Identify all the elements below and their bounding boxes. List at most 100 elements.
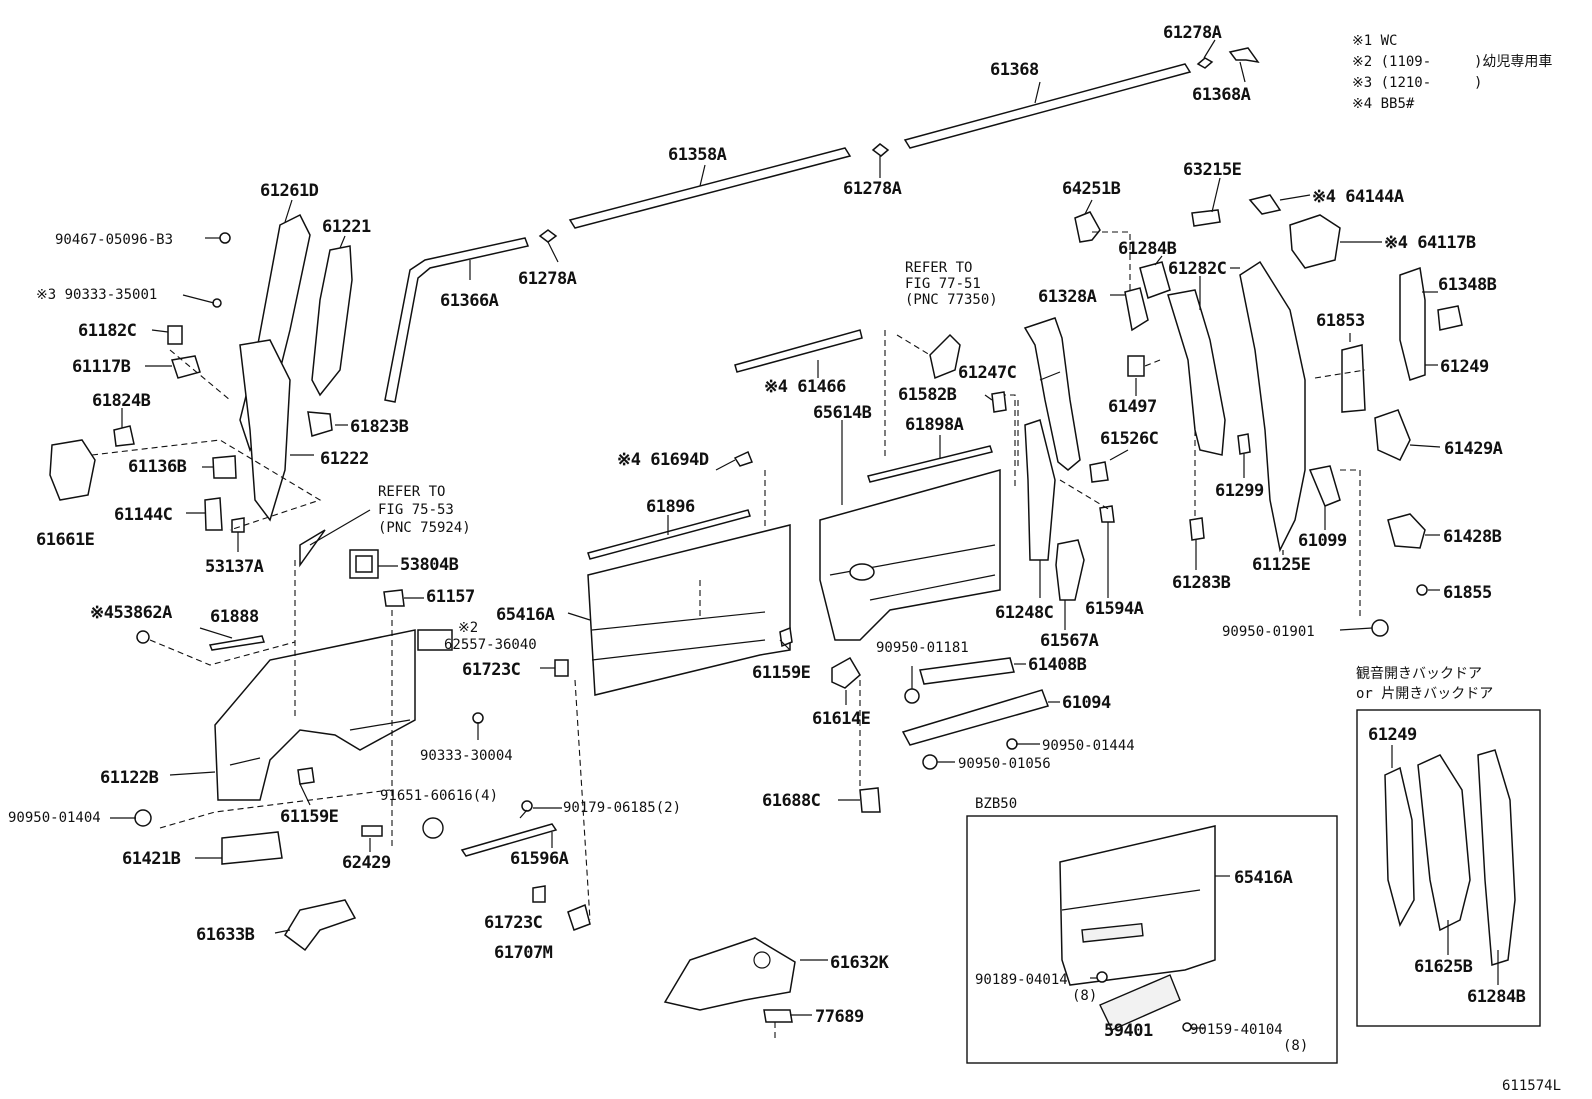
label-refer75-line2: FIG 75-53	[378, 502, 454, 518]
part-61159e-b	[779, 626, 793, 648]
part-61122b	[214, 629, 416, 801]
label-62557: 62557-36040	[444, 637, 537, 653]
label-61248c: 61248C	[995, 603, 1053, 623]
part-61898a	[867, 445, 993, 483]
part-61497	[1127, 355, 1145, 377]
backdoor-inset	[1356, 709, 1541, 1027]
part-61421b	[221, 831, 283, 865]
part-61249-b	[1384, 766, 1415, 927]
part-65614b	[819, 469, 1001, 641]
note-3-suffix: )	[1474, 75, 1482, 91]
label-90159: 90159-40104	[1190, 1022, 1283, 1038]
note-4: ※4 BB5#	[1352, 96, 1415, 112]
part-61429a	[1374, 409, 1411, 461]
part-61368a	[1228, 47, 1260, 64]
label-90333-30004: 90333-30004	[420, 748, 513, 764]
part-61614e	[831, 656, 861, 689]
label-61823b: 61823B	[350, 417, 409, 437]
label-65416a-b: 65416A	[1234, 868, 1293, 888]
backdoor-frame	[1356, 709, 1541, 1027]
part-refer77-cap	[929, 333, 961, 380]
label-61136b: 61136B	[128, 457, 187, 477]
part-59401	[1099, 974, 1181, 1031]
label-90950-01444: 90950-01444	[1042, 738, 1135, 754]
label-refer75-line3: (PNC 75924)	[378, 520, 471, 536]
part-61125e	[1239, 260, 1306, 553]
part-64251b	[1074, 211, 1101, 243]
label-refer77-line1: REFER TO	[905, 260, 972, 276]
label-61282c: 61282C	[1168, 259, 1226, 279]
label-refer75-line1: REFER TO	[378, 484, 445, 500]
part-61159e-a	[297, 767, 315, 785]
label-61853: 61853	[1316, 311, 1365, 331]
roof-moldings	[384, 39, 1260, 403]
label-90467: 90467-05096-B3	[55, 232, 173, 248]
label-61429a: 61429A	[1444, 439, 1503, 459]
label-64251b: 64251B	[1062, 179, 1121, 199]
part-61222	[239, 339, 291, 522]
label-61688c: 61688C	[762, 791, 820, 811]
label-61348b: 61348B	[1438, 275, 1497, 295]
circle-b-marker	[422, 817, 444, 839]
part-61707m	[567, 903, 591, 931]
part-53862a	[136, 630, 150, 644]
label-64144a: ※4 64144A	[1312, 187, 1404, 207]
part-61182c	[167, 325, 183, 345]
label-61408b: 61408B	[1028, 655, 1087, 675]
center-right-pillars	[901, 177, 1463, 770]
part-61896	[587, 509, 751, 560]
label-62557-note: ※2	[458, 620, 478, 636]
label-61261d: 61261D	[260, 181, 319, 201]
part-61278a-mid	[871, 143, 890, 157]
label-61594a: 61594A	[1085, 599, 1144, 619]
label-refer77-line3: (PNC 77350)	[905, 292, 998, 308]
part-61824b	[113, 425, 135, 447]
label-61694d: ※4 61694D	[617, 450, 709, 470]
part-90950-01901	[1371, 619, 1389, 637]
part-61526c	[1089, 461, 1109, 483]
label-61278a-low: 61278A	[518, 269, 577, 289]
part-61144c	[204, 497, 223, 531]
label-90333-35001: ※3 90333-35001	[36, 287, 157, 303]
label-61159e-a: 61159E	[280, 807, 339, 827]
part-90333-30004	[472, 712, 484, 724]
label-61614e: 61614E	[812, 709, 871, 729]
label-61099: 61099	[1298, 531, 1347, 551]
note-2-suffix: )幼児専用車	[1474, 53, 1552, 70]
part-61582b	[991, 391, 1007, 413]
label-53804b: 53804B	[400, 555, 459, 575]
note-1: ※1 WC	[1352, 33, 1397, 49]
label-61368: 61368	[990, 60, 1039, 80]
part-61299	[1237, 433, 1251, 455]
front-pillars	[49, 199, 353, 552]
label-61284b-a: 61284B	[1118, 239, 1177, 259]
part-61348b	[1437, 305, 1463, 331]
label-61117b: 61117B	[72, 357, 131, 377]
label-61898a: 61898A	[905, 415, 964, 435]
part-61094	[901, 689, 1049, 746]
label-61428b: 61428B	[1443, 527, 1502, 547]
part-61247c	[1023, 317, 1081, 471]
label-61247c: 61247C	[958, 363, 1016, 383]
label-61221: 61221	[322, 217, 371, 237]
part-refer75-plate	[299, 529, 326, 568]
part-61723c-b	[532, 885, 546, 903]
part-61594a	[1099, 505, 1115, 523]
note-2: ※2 (1109-	[1352, 54, 1431, 70]
bzb50-inset	[966, 815, 1338, 1064]
label-61661e: 61661E	[36, 530, 95, 550]
label-61421b: 61421B	[122, 849, 181, 869]
label-90159-qty: (8)	[1283, 1038, 1308, 1054]
label-61328a: 61328A	[1038, 287, 1097, 307]
part-65416a-b	[1059, 825, 1216, 986]
part-77689	[763, 1009, 793, 1023]
label-61625b: 61625B	[1414, 957, 1473, 977]
part-61328a	[1124, 287, 1149, 332]
label-65614b: 65614B	[813, 403, 872, 423]
label-61723c-b: 61723C	[484, 913, 542, 933]
label-61358a: 61358A	[668, 145, 727, 165]
note-3: ※3 (1210-	[1352, 75, 1431, 91]
label-53137a: 53137A	[205, 557, 264, 577]
label-61526c: 61526C	[1100, 429, 1158, 449]
